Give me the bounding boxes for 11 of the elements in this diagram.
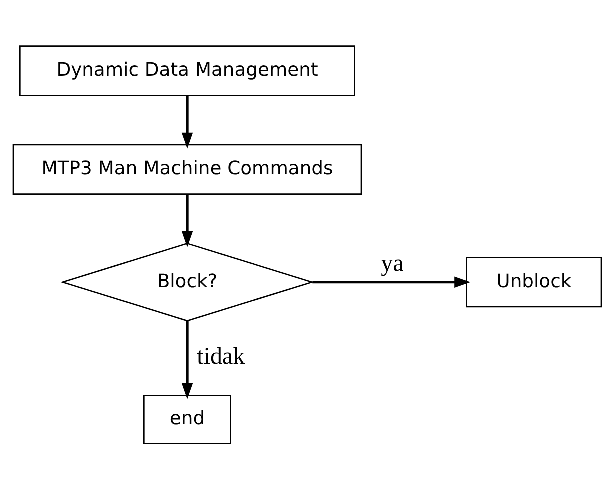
node-diamond: Block? (60, 242, 314, 322)
node-box: Dynamic Data Management (20, 46, 356, 96)
arrow (312, 276, 471, 288)
arrow (182, 321, 194, 400)
node-box: Unblock (466, 257, 602, 308)
arrow (182, 194, 194, 248)
node-box: MTP3 Man Machine Commands (12, 144, 362, 195)
node-box: end (144, 395, 232, 444)
edge-label: ya (381, 250, 404, 277)
arrow (182, 96, 194, 149)
edge-label: tidak (197, 344, 246, 370)
